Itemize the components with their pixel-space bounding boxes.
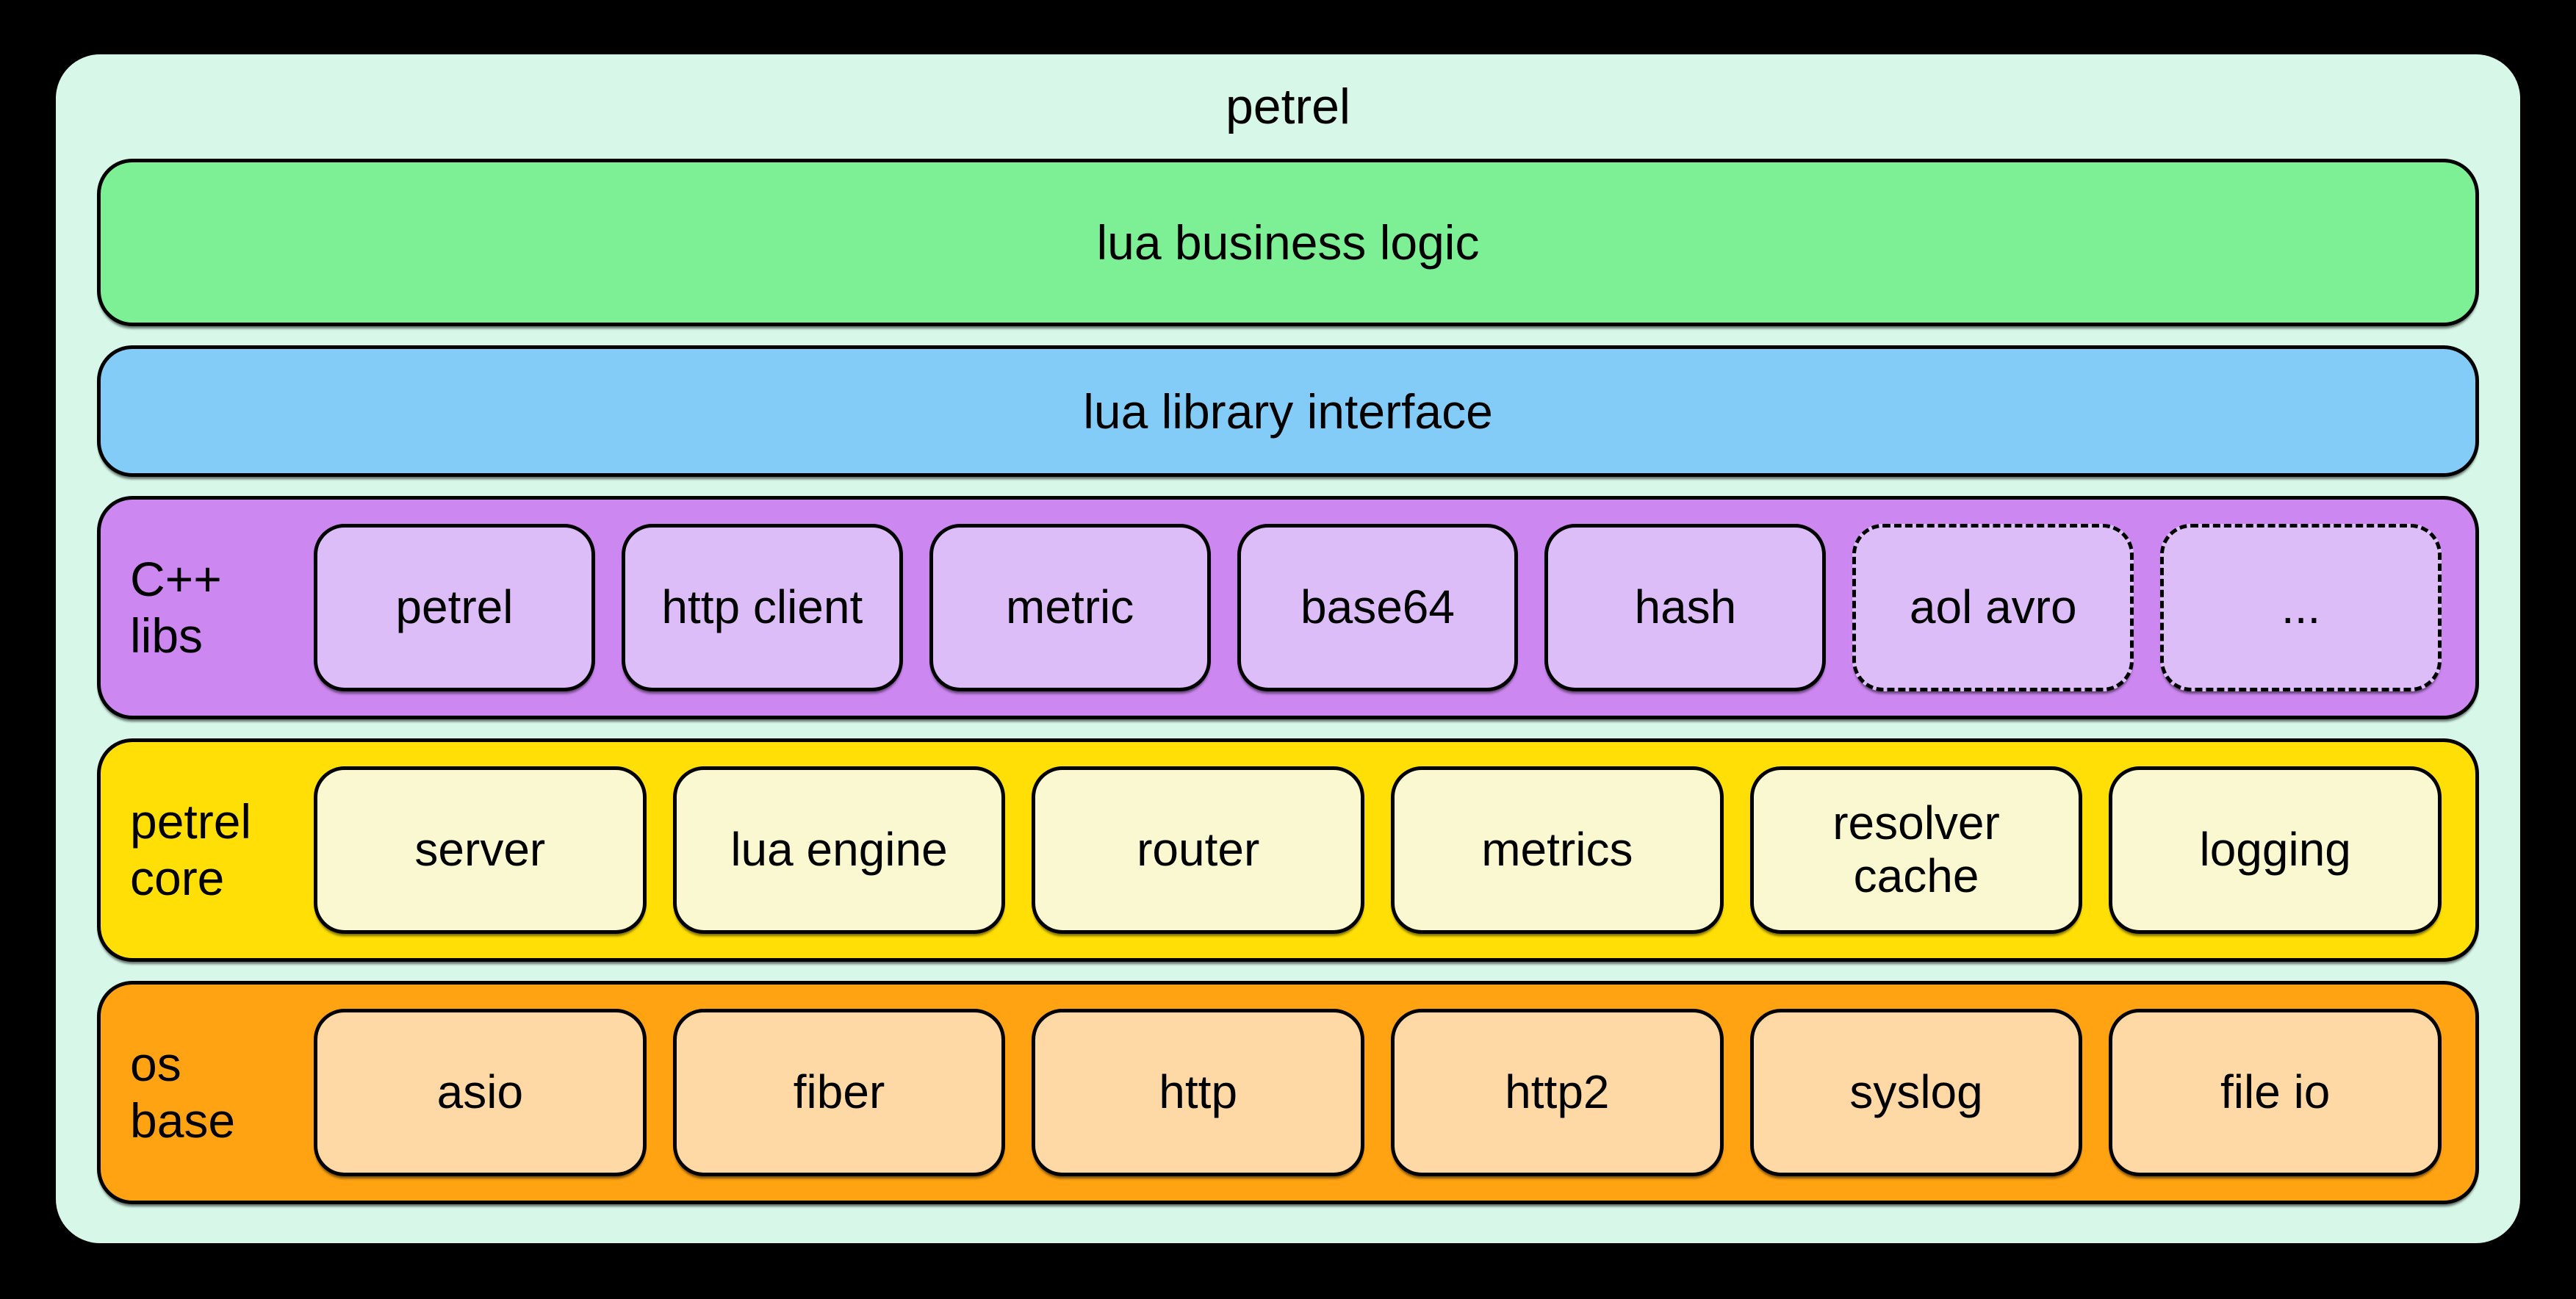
cpp-libs-label: C++ libs — [130, 552, 222, 663]
cpp-box-base64: base64 — [1237, 524, 1519, 691]
os-box-syslog: syslog — [1749, 1009, 2083, 1176]
os-box-http2: http2 — [1391, 1009, 1724, 1176]
layer-lua-business-logic-label: lua business logic — [1096, 215, 1480, 270]
layer-petrel-core: petrel core server lua engine router met… — [97, 738, 2479, 962]
cpp-box-aol-avro: aol avro — [1852, 524, 2134, 691]
cpp-box-metric: metric — [929, 524, 1211, 691]
cpp-box-ellipsis: ... — [2160, 524, 2442, 691]
cpp-box-petrel: petrel — [314, 524, 595, 691]
layer-os-base: os base asio fiber http http2 syslog fil… — [97, 981, 2479, 1204]
petrel-core-label: petrel core — [130, 794, 252, 905]
core-box-lua-engine: lua engine — [672, 766, 1006, 934]
layer-lua-business-logic: lua business logic — [97, 159, 2479, 326]
os-box-fiber: fiber — [672, 1009, 1006, 1176]
core-box-resolver-cache: resolver cache — [1749, 766, 2083, 934]
cpp-box-http-client: http client — [621, 524, 903, 691]
os-base-boxes: asio fiber http http2 syslog file io — [314, 985, 2475, 1201]
petrel-core-boxes: server lua engine router metrics resolve… — [314, 742, 2475, 958]
layer-lua-library-interface-label: lua library interface — [1083, 384, 1493, 439]
core-box-router: router — [1032, 766, 1365, 934]
layer-lua-library-interface: lua library interface — [97, 345, 2479, 477]
core-box-server: server — [314, 766, 647, 934]
os-box-file-io: file io — [2109, 1009, 2442, 1176]
os-base-label: os base — [130, 1037, 236, 1148]
core-box-metrics: metrics — [1391, 766, 1724, 934]
cpp-box-hash: hash — [1544, 524, 1827, 691]
os-box-asio: asio — [314, 1009, 647, 1176]
os-box-http: http — [1032, 1009, 1365, 1176]
cpp-libs-boxes: petrel http client metric base64 hash ao… — [314, 500, 2475, 716]
diagram-title: petrel — [1225, 79, 1351, 134]
core-box-logging: logging — [2109, 766, 2442, 934]
petrel-container: petrel lua business logic lua library in… — [56, 54, 2520, 1243]
layer-cpp-libs: C++ libs petrel http client metric base6… — [97, 496, 2479, 719]
